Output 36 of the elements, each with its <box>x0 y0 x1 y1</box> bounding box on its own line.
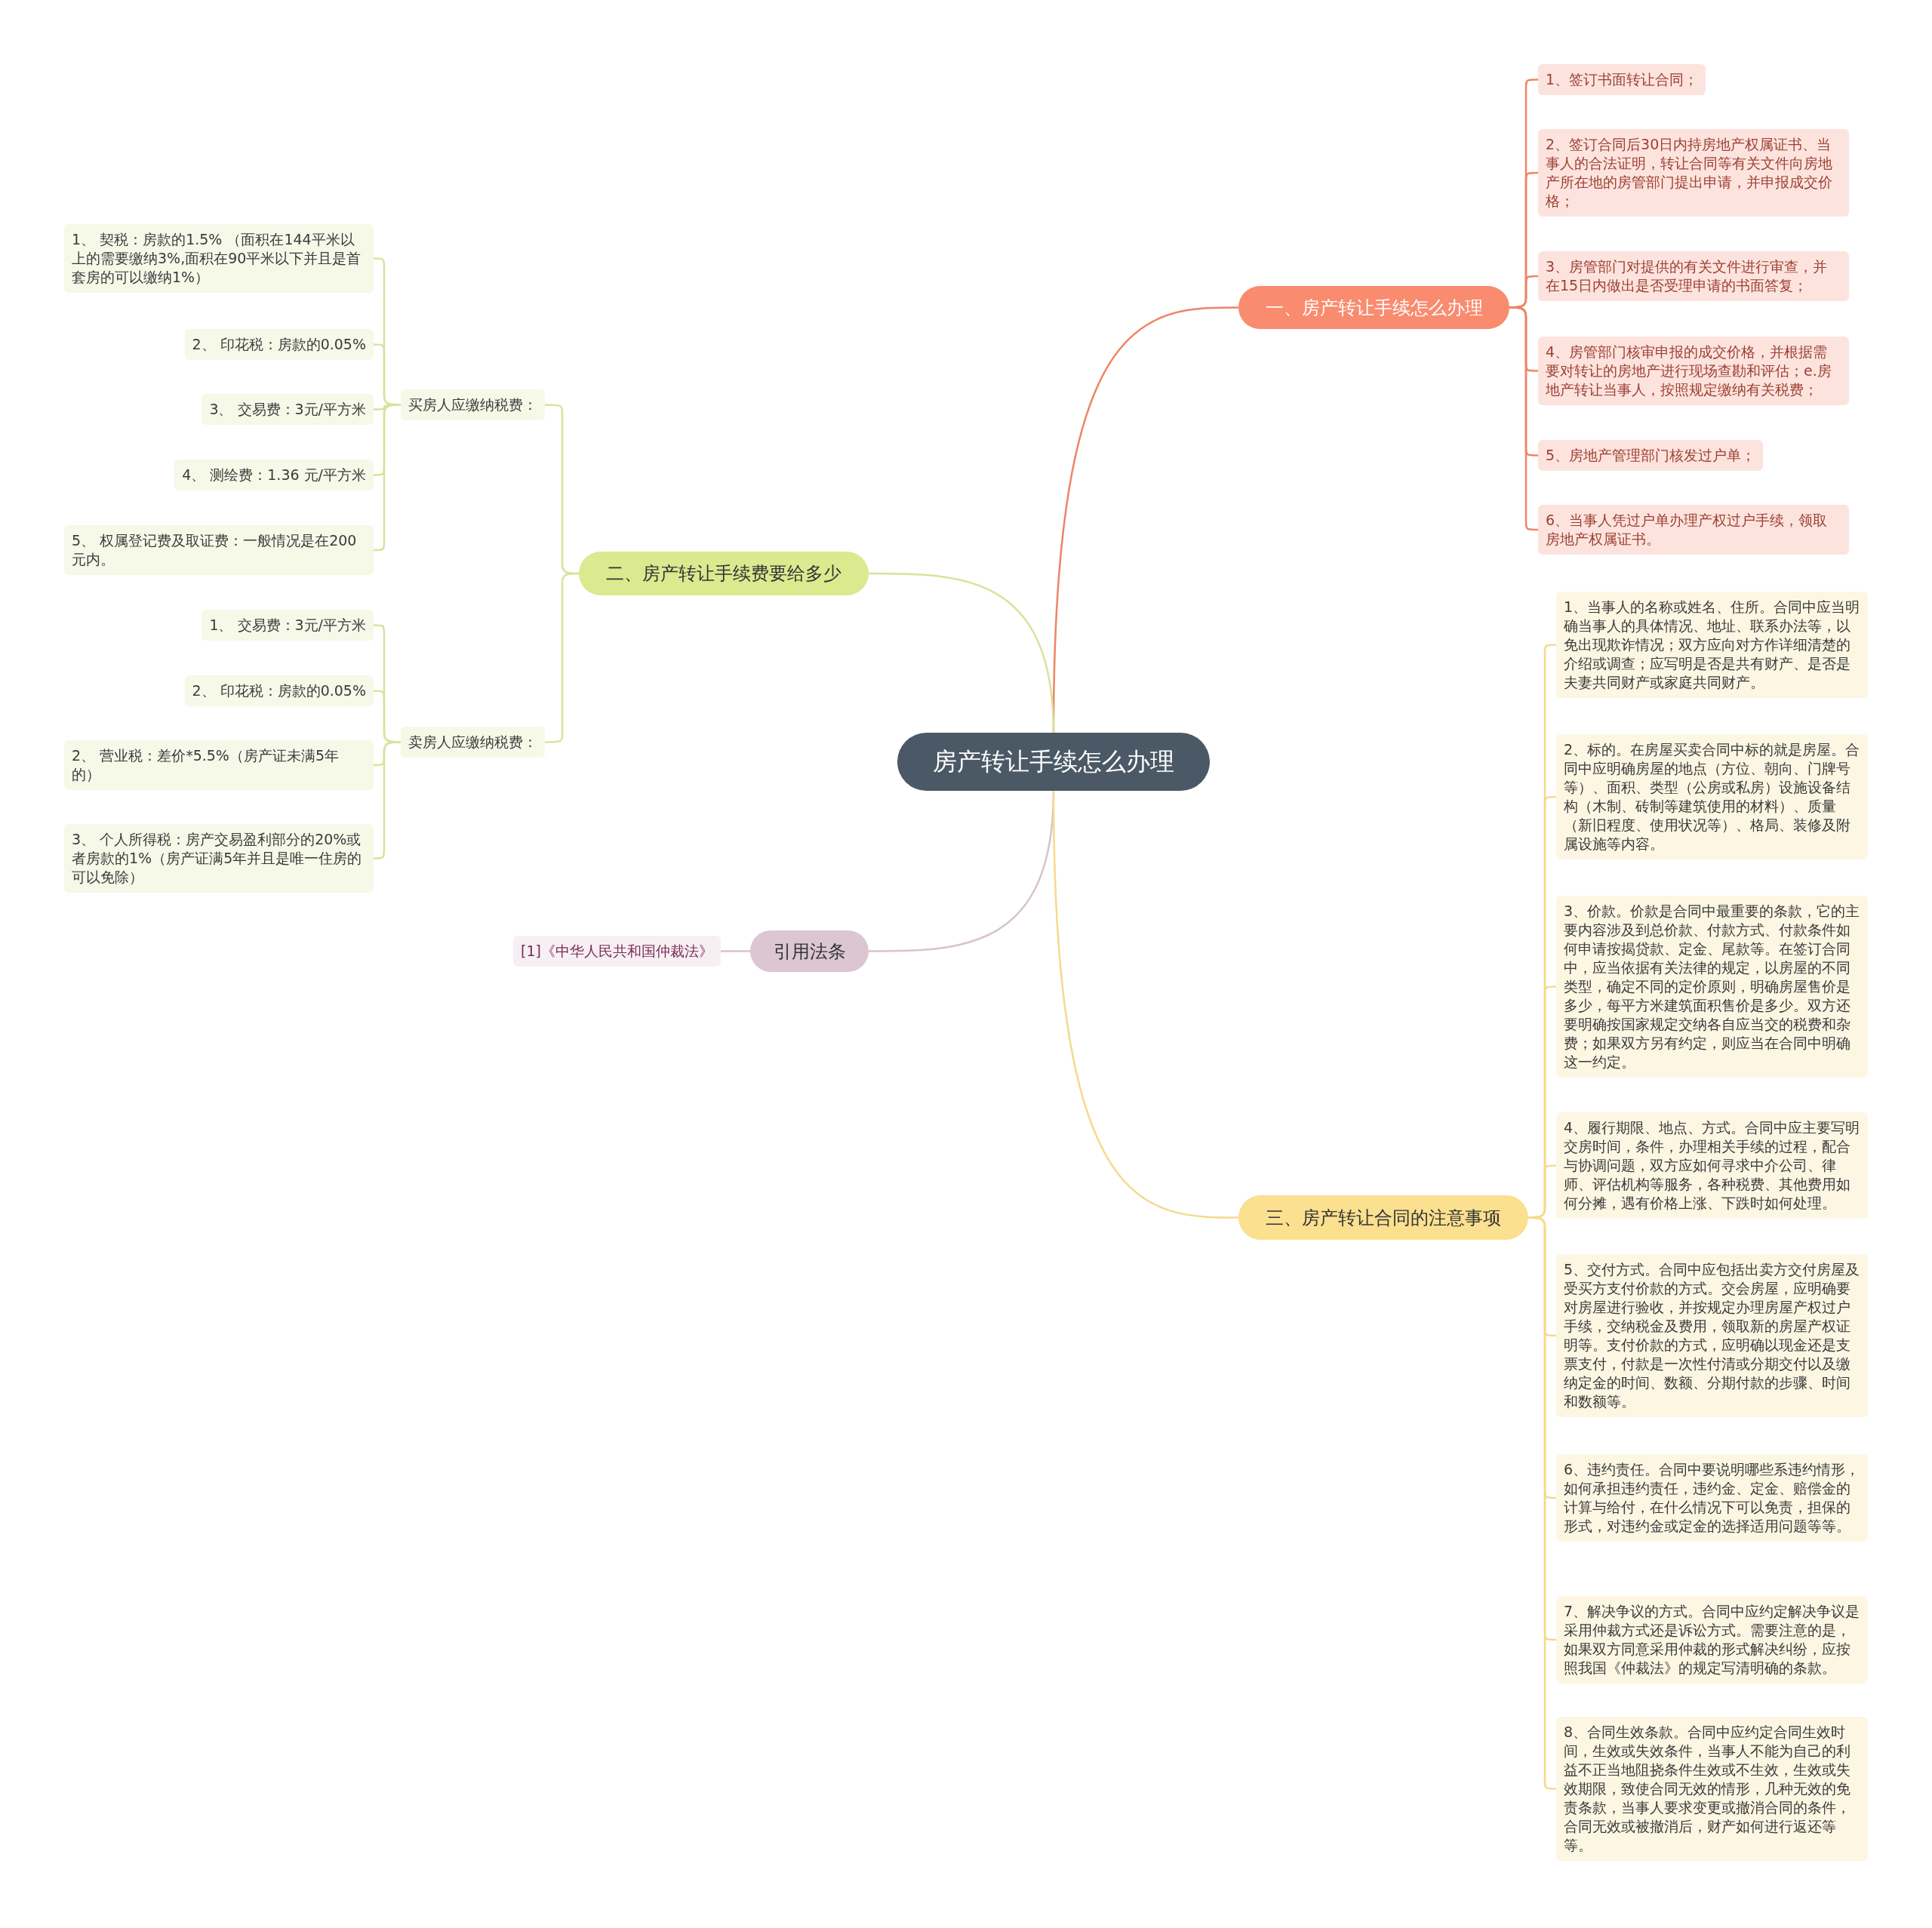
subtopic-box: 2、 营业税：差价*5.5%（房产证未满5年的） <box>64 740 374 790</box>
subtopic-box: 3、 个人所得税：房产交易盈利部分的20%或者房款的1%（房产证满5年并且是唯一住房的可以免除） <box>64 824 374 893</box>
subtopic-box: 1、 契税：房款的1.5% （面积在144平米以上的需要缴纳3%,面积在90平米以下并且是首套房的可以缴纳1%） <box>64 224 374 293</box>
subtopic-box: 卖房人应缴纳税费： <box>401 727 545 758</box>
subtopic-box: 5、 权属登记费及取证费：一般情况是在200元内。 <box>64 525 374 575</box>
subtopic-box: 4、履行期限、地点、方式。合同中应主要写明交房时间，条件，办理相关手续的过程，配合与协调问题，双方应如何寻求中介公司、律师、评估机构等服务，各种税费、其他费用如何分摊，遇有价格上涨、下跌时如何处理。 <box>1556 1112 1868 1219</box>
subtopic-box: 买房人应缴纳税费： <box>401 389 545 420</box>
connector-line <box>1052 790 1238 1219</box>
subtopic-box: 4、房管部门核审申报的成交价格，并根据需要对转让的房地产进行现场查勘和评估；e.房地产转让当事人，按照规定缴纳有关税费； <box>1538 337 1849 405</box>
subtopic-box: 2、 印花税：房款的0.05% <box>184 675 374 706</box>
subtopic-box: 5、房地产管理部门核发过户单； <box>1538 440 1764 471</box>
branch-topic: 一、房产转让手续怎么办理 <box>1238 286 1509 329</box>
subtopic-box: 3、房管部门对提供的有关文件进行审查，并在15日内做出是否受理申请的书面答复； <box>1538 251 1849 301</box>
connector-line <box>1509 306 1538 531</box>
subtopic-box: 8、合同生效条款。合同中应约定合同生效时间，生效或失效条件，当事人不能为自己的利益不正当地阻挠条件生效或不生效，生效或失效期限，致使合同无效的情形，几种无效的免责条款，当事人要求变更或撤消合同的条件，合同无效或被撤消后，财产如何进行返还等等。 <box>1556 1717 1868 1861</box>
subtopic-box: 6、当事人凭过户单办理产权过户手续，领取房地产权属证书。 <box>1538 505 1849 555</box>
branch-topic: 三、房产转让合同的注意事项 <box>1238 1195 1528 1240</box>
subtopic-box: 1、当事人的名称或姓名、住所。合同中应当明确当事人的具体情况、地址、联系办法等，以免出现欺诈情况；双方应向对方作详细清楚的介绍或调查；应写明是否是共有财产、是否是夫妻共同财产或家庭共同财产。 <box>1556 592 1868 698</box>
branch-topic: 引用法条 <box>750 930 869 972</box>
subtopic-box: 7、解决争议的方式。合同中应约定解决争议是采用仲裁方式还是诉讼方式。需要注意的是，如果双方同意采用仲裁的形式解决纠纷，应按照我国《仲裁法》的规定写清明确的条款。 <box>1556 1596 1868 1684</box>
subtopic-box: 2、标的。在房屋买卖合同中标的就是房屋。合同中应明确房屋的地点（方位、朝向、门牌号等）、面积、类型（公房或私房）设施设备结构（木制、砖制等建筑使用的材料）、质量（新旧程度、使用状况等）、格局、装修及附属设施等内容。 <box>1556 734 1868 859</box>
subtopic-box: 5、交付方式。合同中应包括出卖方交付房屋及受买方支付价款的方式。交会房屋，应明确要对房屋进行验收，并按规定办理房屋产权过户手续，交纳税金及费用，领取新的房屋产权证明等。支付价款的方式，应明确以现金还是支票支付，付款是一次性付清或分期交付以及缴纳定金的时间、数额、分期付款的步骤、时间和数额等。 <box>1556 1254 1868 1417</box>
subtopic-box: 3、价款。价款是合同中最重要的条款，它的主要内容涉及到总价款、付款方式、付款条件如何申请按揭贷款、定金、尾款等。在签订合同中，应当依据有关法律的规定，以房屋的不同类型，确定不同的定价原则，明确房屋售价是多少，每平方米建筑面积售价是多少。双方还要明确按国家规定交纳各自应当交的税费和杂费；如果双方另有约定，则应当在合同中明确这一约定。 <box>1556 896 1868 1078</box>
connector-line <box>545 572 579 743</box>
subtopic-box: 3、 交易费：3元/平方米 <box>202 394 374 425</box>
subtopic-box: 4、 测绘费：1.36 元/平方米 <box>174 460 374 490</box>
connector-line <box>721 950 750 952</box>
branch-topic: 二、房产转让手续费要给多少 <box>579 552 869 595</box>
subtopic-box: 1、签订书面转让合同； <box>1538 64 1706 95</box>
connector-line <box>869 572 1055 733</box>
subtopic-box: 6、违约责任。合同中要说明哪些系违约情形，如何承担违约责任，违约金、定金、赔偿金的计算与给付，在什么情况下可以免责，担保的形式，对违约金或定金的选择适用问题等等。 <box>1556 1454 1868 1542</box>
subtopic-box: 1、 交易费：3元/平方米 <box>202 610 374 641</box>
subtopic-box: 2、 印花税：房款的0.05% <box>184 329 374 360</box>
central-topic: 房产转让手续怎么办理 <box>897 733 1210 791</box>
subtopic-box: 2、签订合同后30日内持房地产权属证书、当事人的合法证明，转让合同等有关文件向房地产所在地的房管部门提出申请，并申报成交价格； <box>1538 129 1849 217</box>
subtopic-box: [1]《中华人民共和国仲裁法》 <box>513 936 721 967</box>
